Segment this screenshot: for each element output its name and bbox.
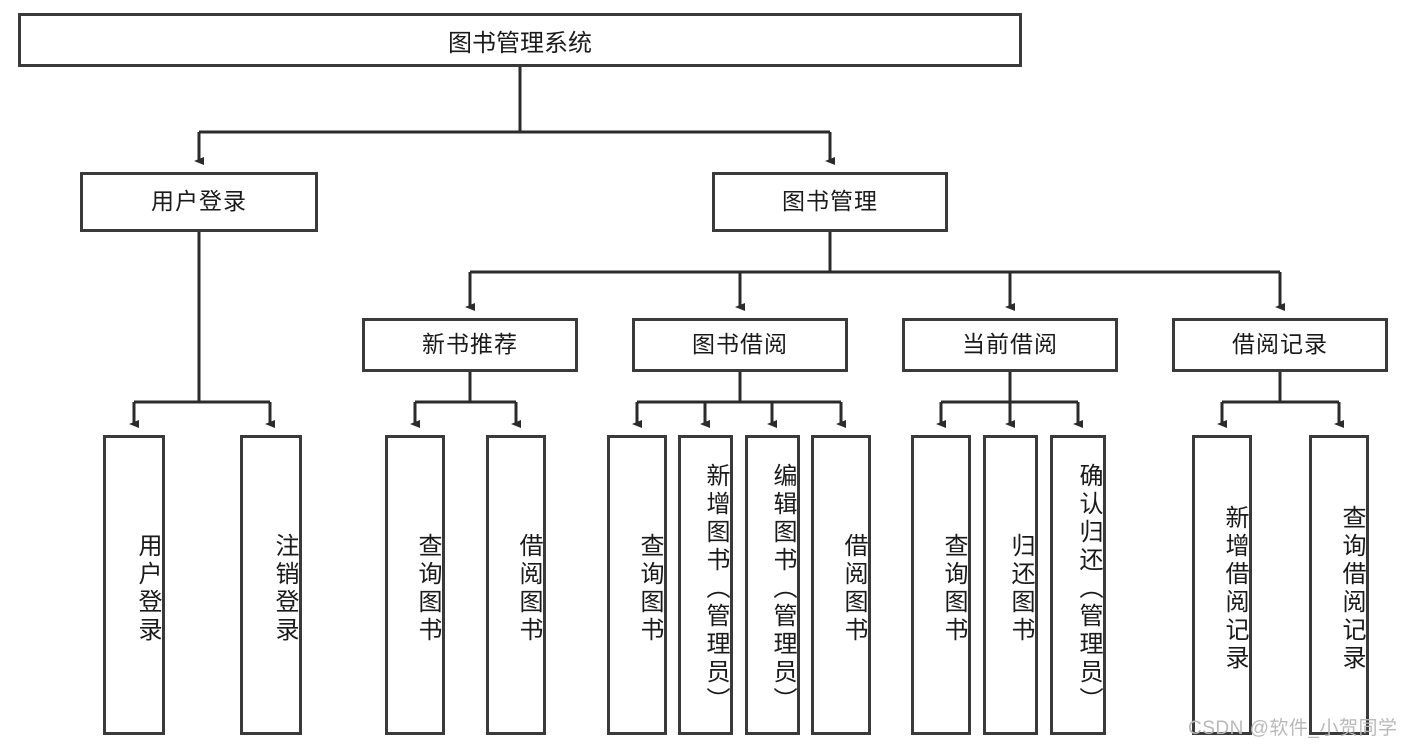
leaf-user-login[interactable]: 用户登录 <box>103 435 165 735</box>
node-label: 借阅图书 <box>515 533 542 645</box>
leaf-query-book-recommend[interactable]: 查询图书 <box>385 435 445 735</box>
node-label: 确认归还（管理员） <box>1075 463 1102 715</box>
node-label: 用户登录 <box>134 533 161 645</box>
node-current-borrow[interactable]: 当前借阅 <box>902 318 1118 372</box>
leaf-borrow-book[interactable]: 借阅图书 <box>811 435 871 735</box>
node-label: 图书借阅 <box>692 331 788 358</box>
node-new-book-recommend[interactable]: 新书推荐 <box>362 318 578 372</box>
leaf-query-borrow-record[interactable]: 查询借阅记录 <box>1309 435 1369 735</box>
node-label: 图书管理 <box>782 188 878 215</box>
node-user-login[interactable]: 用户登录 <box>80 172 318 232</box>
leaf-logout-login[interactable]: 注销登录 <box>240 435 302 735</box>
node-label: 借阅图书 <box>840 533 867 645</box>
node-label: 新增借阅记录 <box>1221 505 1248 673</box>
node-label: 编辑图书（管理员） <box>769 463 796 715</box>
leaf-add-book-admin[interactable]: 新增图书（管理员） <box>678 435 733 735</box>
node-book-borrow[interactable]: 图书借阅 <box>632 318 848 372</box>
node-label: 用户登录 <box>151 188 247 215</box>
node-label: 查询图书 <box>940 533 967 645</box>
node-label: 借阅记录 <box>1232 331 1328 358</box>
leaf-confirm-return-admin[interactable]: 确认归还（管理员） <box>1050 435 1106 735</box>
node-label: 查询图书 <box>636 533 663 645</box>
node-borrow-record[interactable]: 借阅记录 <box>1172 318 1388 372</box>
node-label: 新增图书（管理员） <box>702 463 729 715</box>
watermark-text: CSDN @软件_小贺同学 <box>1188 718 1398 739</box>
node-label: 查询图书 <box>414 533 441 645</box>
node-label: 查询借阅记录 <box>1338 505 1365 673</box>
node-label: 新书推荐 <box>422 331 518 358</box>
node-label: 图书管理系统 <box>448 29 592 57</box>
node-label: 归还图书 <box>1007 533 1034 645</box>
leaf-borrow-book-recommend[interactable]: 借阅图书 <box>486 435 546 735</box>
node-label: 当前借阅 <box>962 331 1058 358</box>
node-label: 注销登录 <box>271 533 298 645</box>
leaf-return-book[interactable]: 归还图书 <box>983 435 1038 735</box>
node-root-book-management-system[interactable]: 图书管理系统 <box>18 13 1022 67</box>
leaf-query-book-borrow[interactable]: 查询图书 <box>607 435 667 735</box>
leaf-query-book-current[interactable]: 查询图书 <box>911 435 971 735</box>
leaf-edit-book-admin[interactable]: 编辑图书（管理员） <box>745 435 800 735</box>
leaf-add-borrow-record[interactable]: 新增借阅记录 <box>1192 435 1252 735</box>
node-book-management[interactable]: 图书管理 <box>712 172 948 232</box>
